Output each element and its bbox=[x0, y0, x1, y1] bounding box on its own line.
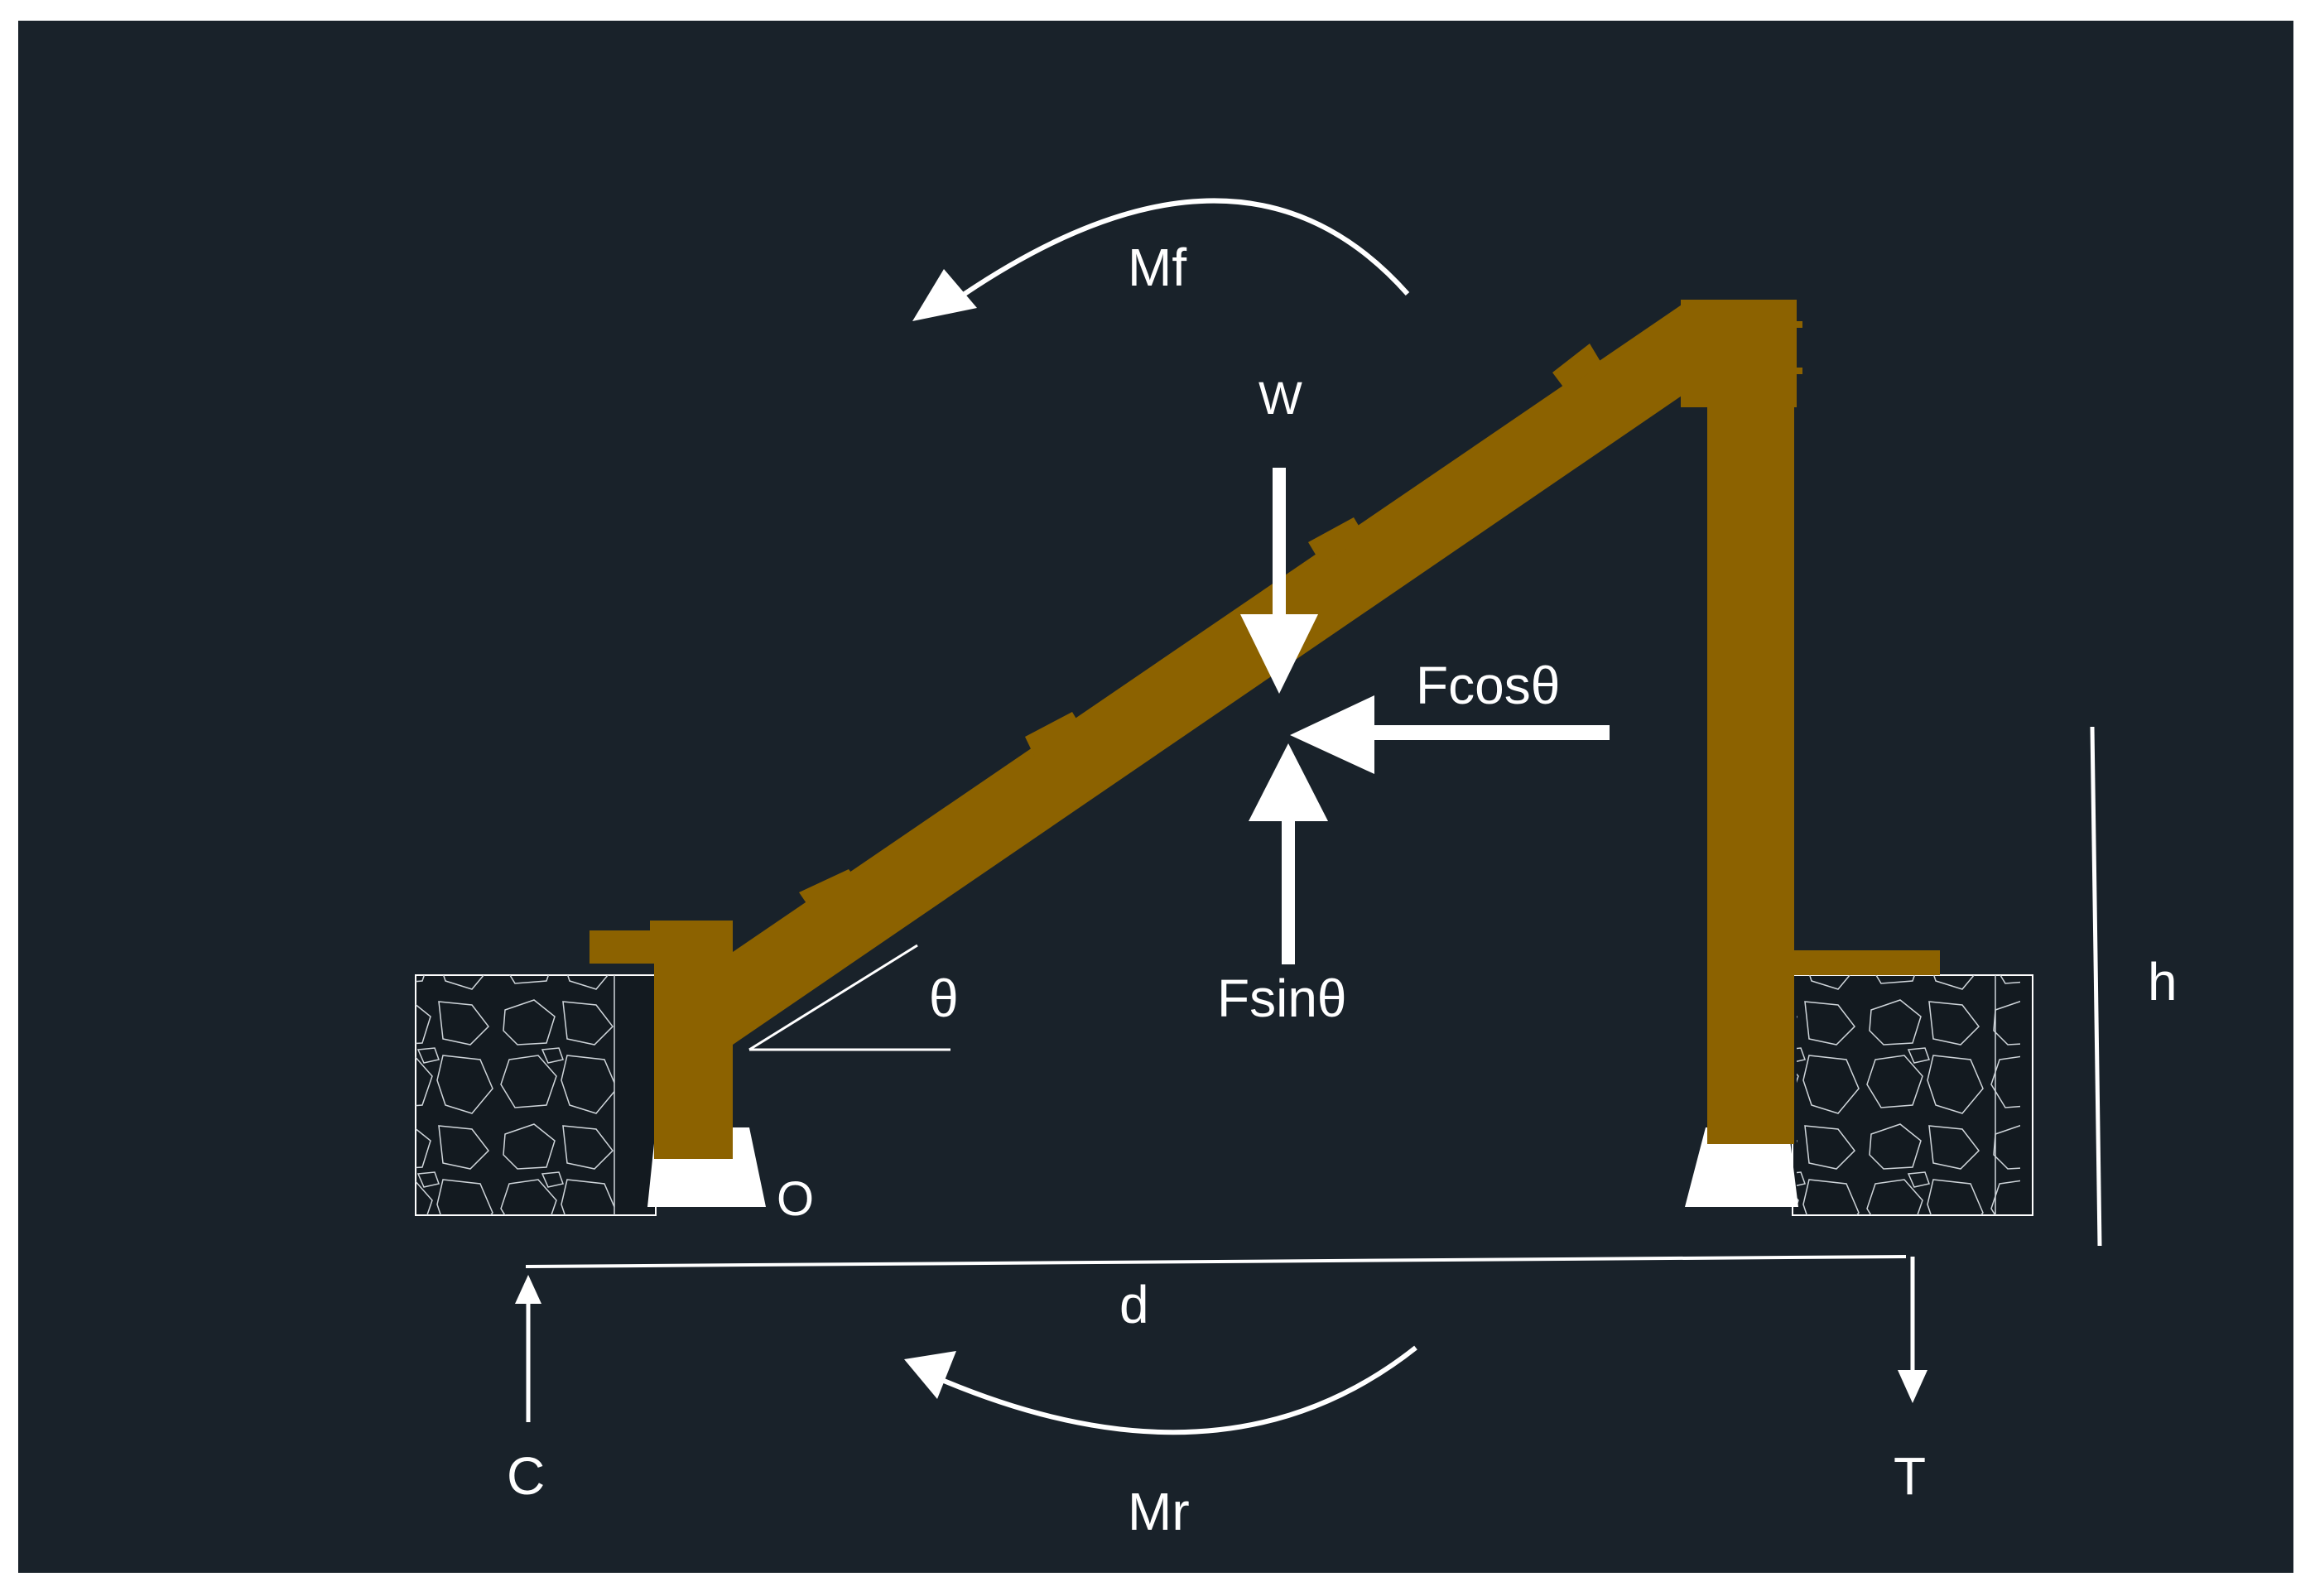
tension-label: T bbox=[1894, 1446, 1926, 1506]
weight-arrow bbox=[1240, 468, 1318, 694]
moment-top-label: Mf bbox=[1128, 238, 1186, 297]
distance-label: d bbox=[1119, 1275, 1149, 1334]
right-base-plate bbox=[1685, 1127, 1798, 1207]
distance-dimension-line bbox=[525, 1255, 1907, 1268]
right-foundation bbox=[1792, 974, 2033, 1216]
weight-label: W bbox=[1258, 372, 1302, 424]
pivot-label: O bbox=[777, 1172, 814, 1226]
left-foundation bbox=[415, 974, 657, 1216]
moment-bottom-label: Mr bbox=[1128, 1482, 1190, 1541]
force-horizontal-label: Fcosθ bbox=[1416, 656, 1560, 715]
force-vertical-arrow bbox=[1249, 743, 1328, 964]
right-post bbox=[1707, 300, 1794, 1144]
height-label: h bbox=[2148, 952, 2178, 1012]
timber-frame bbox=[590, 300, 1940, 1159]
force-horizontal-arrow bbox=[1290, 695, 1610, 774]
tension-arrow bbox=[1898, 1257, 1927, 1403]
inclined-rafter bbox=[733, 300, 1689, 1045]
angle-label: θ bbox=[929, 969, 959, 1028]
angle-rafter-line bbox=[748, 944, 918, 1051]
moment-arrow-top bbox=[912, 198, 1410, 321]
compression-label: C bbox=[507, 1446, 545, 1506]
moment-arrow-bottom bbox=[904, 1345, 1417, 1435]
force-vertical-label: Fsinθ bbox=[1217, 969, 1347, 1028]
height-dimension-line bbox=[2090, 726, 2102, 1247]
compression-arrow bbox=[515, 1275, 541, 1422]
